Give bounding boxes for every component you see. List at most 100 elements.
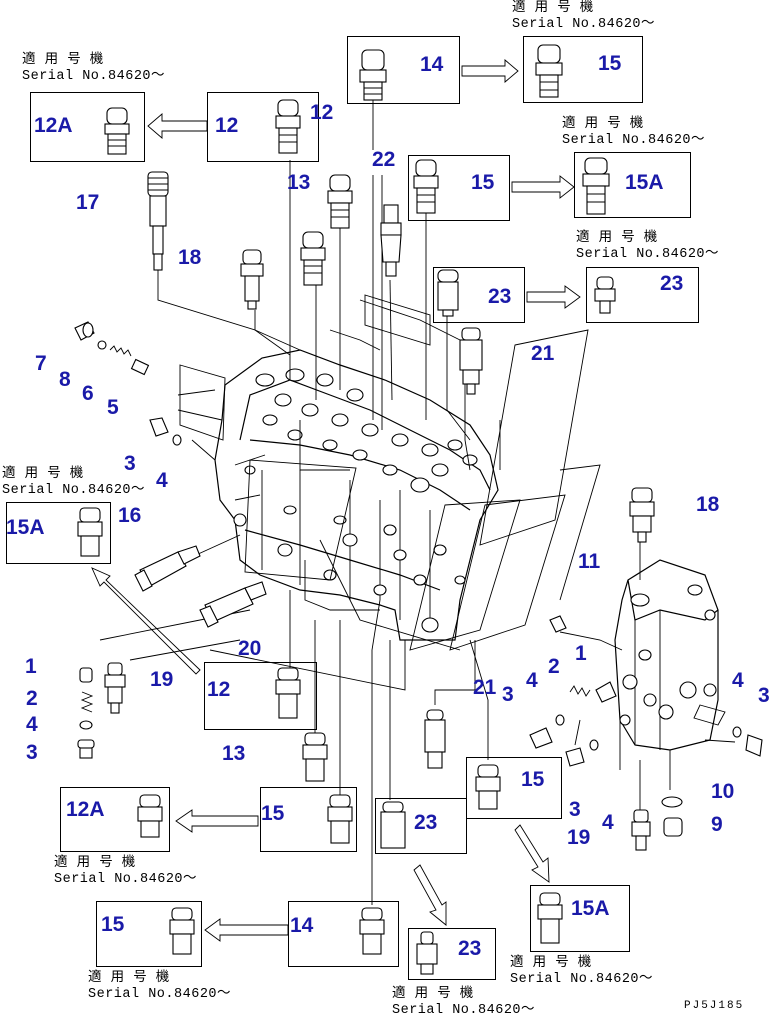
arrow-15-to-12A <box>175 809 259 833</box>
label-15: 15 <box>261 802 285 825</box>
part-19-left <box>104 662 126 714</box>
main-valve-body <box>214 349 499 641</box>
serial-note-ja: 適 用 号 機 <box>22 53 104 68</box>
serial-note-ja: 適 用 号 機 <box>392 987 474 1002</box>
part-21-top <box>459 327 483 395</box>
box-15A-left <box>6 502 111 564</box>
plane-guides <box>179 294 601 651</box>
arrow-12-to-12A <box>147 113 208 139</box>
part-14-top <box>359 49 387 101</box>
label-13: 13 <box>222 742 246 765</box>
part-12A <box>104 107 130 155</box>
part-15-low <box>327 794 353 844</box>
label-15: 15 <box>521 768 545 791</box>
label-19: 19 <box>567 826 591 849</box>
box-14-top <box>347 36 460 104</box>
part-15A-low <box>537 892 563 944</box>
parts-left-stack <box>77 667 95 759</box>
part-23-bottom <box>416 931 438 975</box>
box-15-lowright <box>466 757 562 819</box>
part-15A-left <box>77 507 103 557</box>
arrow-to-15A-left <box>91 567 201 675</box>
label-15: 15 <box>598 52 622 75</box>
label-4: 4 <box>526 669 538 692</box>
label-15A: 15A <box>6 516 45 539</box>
label-6: 6 <box>82 382 94 405</box>
part-12-b <box>327 174 353 229</box>
part-22 <box>380 204 402 277</box>
label-9: 9 <box>711 813 723 836</box>
label-13: 13 <box>287 171 311 194</box>
arrow-23-to-23 <box>526 285 581 309</box>
serial-note-en: Serial No.84620～ <box>562 132 706 148</box>
part-23-top <box>437 269 459 317</box>
box-23-top <box>433 267 525 323</box>
label-23: 23 <box>458 937 482 960</box>
label-18: 18 <box>696 493 720 516</box>
label-18: 18 <box>178 246 202 269</box>
label-12: 12 <box>215 114 239 137</box>
serial-note-en: Serial No.84620～ <box>54 871 198 887</box>
label-12A: 12A <box>34 114 73 137</box>
label-1: 1 <box>25 655 37 678</box>
part-21-low <box>424 709 446 769</box>
serial-note-ja: 適 用 号 機 <box>88 971 170 986</box>
label-5: 5 <box>107 396 119 419</box>
box-15A-low <box>530 885 630 952</box>
arrows <box>91 59 581 942</box>
label-15A: 15A <box>625 171 664 194</box>
label-20: 20 <box>238 637 262 660</box>
arrow-14-to-15-bottom <box>204 918 289 942</box>
label-4: 4 <box>26 713 38 736</box>
label-19: 19 <box>150 668 174 691</box>
label-8: 8 <box>59 368 71 391</box>
label-11: 11 <box>578 550 601 573</box>
label-21: 21 <box>473 676 497 699</box>
part-14-bottom <box>359 907 385 955</box>
part-15-mid <box>413 159 439 214</box>
label-15A: 15A <box>571 897 610 920</box>
part-23-low <box>380 801 406 849</box>
part-13-low <box>302 732 328 782</box>
part-12A-low <box>137 794 163 838</box>
label-23: 23 <box>660 272 684 295</box>
part-18-right <box>629 487 655 543</box>
part-15-topright <box>535 44 563 98</box>
serial-note-ja: 適 用 号 機 <box>576 231 658 246</box>
label-4: 4 <box>602 811 614 834</box>
box-23-low <box>375 798 467 854</box>
part-17 <box>147 171 169 271</box>
drawing-code: PJ5J185 <box>684 1000 745 1012</box>
label-17: 17 <box>76 191 100 214</box>
serial-note-ja: 適 用 号 機 <box>512 1 594 16</box>
arrow-15-to-15A-low <box>514 824 550 883</box>
serial-note-ja: 適 用 号 機 <box>510 956 592 971</box>
label-3: 3 <box>758 684 770 707</box>
label-15: 15 <box>101 913 125 936</box>
parts-right-valve <box>529 615 763 851</box>
label-2: 2 <box>548 655 560 678</box>
box-23-topright <box>586 267 699 323</box>
label-23: 23 <box>414 811 438 834</box>
serial-note-ja: 適 用 号 機 <box>54 856 136 871</box>
part-15-lowright <box>475 764 501 810</box>
box-23-bottom <box>408 928 496 980</box>
serial-note-en: Serial No.84620～ <box>512 16 656 32</box>
part-3-4-left <box>149 417 182 446</box>
box-12A-top <box>30 92 145 162</box>
box-15-mid <box>408 155 510 221</box>
arrow-23-down <box>413 864 447 926</box>
serial-note-ja: 適 用 号 機 <box>562 117 644 132</box>
label-12: 12 <box>310 101 334 124</box>
part-12-top <box>275 99 301 154</box>
box-12A-low <box>60 787 170 852</box>
box-12-top <box>207 92 319 162</box>
serial-note-en: Serial No.84620～ <box>88 986 232 1002</box>
label-3: 3 <box>569 798 581 821</box>
